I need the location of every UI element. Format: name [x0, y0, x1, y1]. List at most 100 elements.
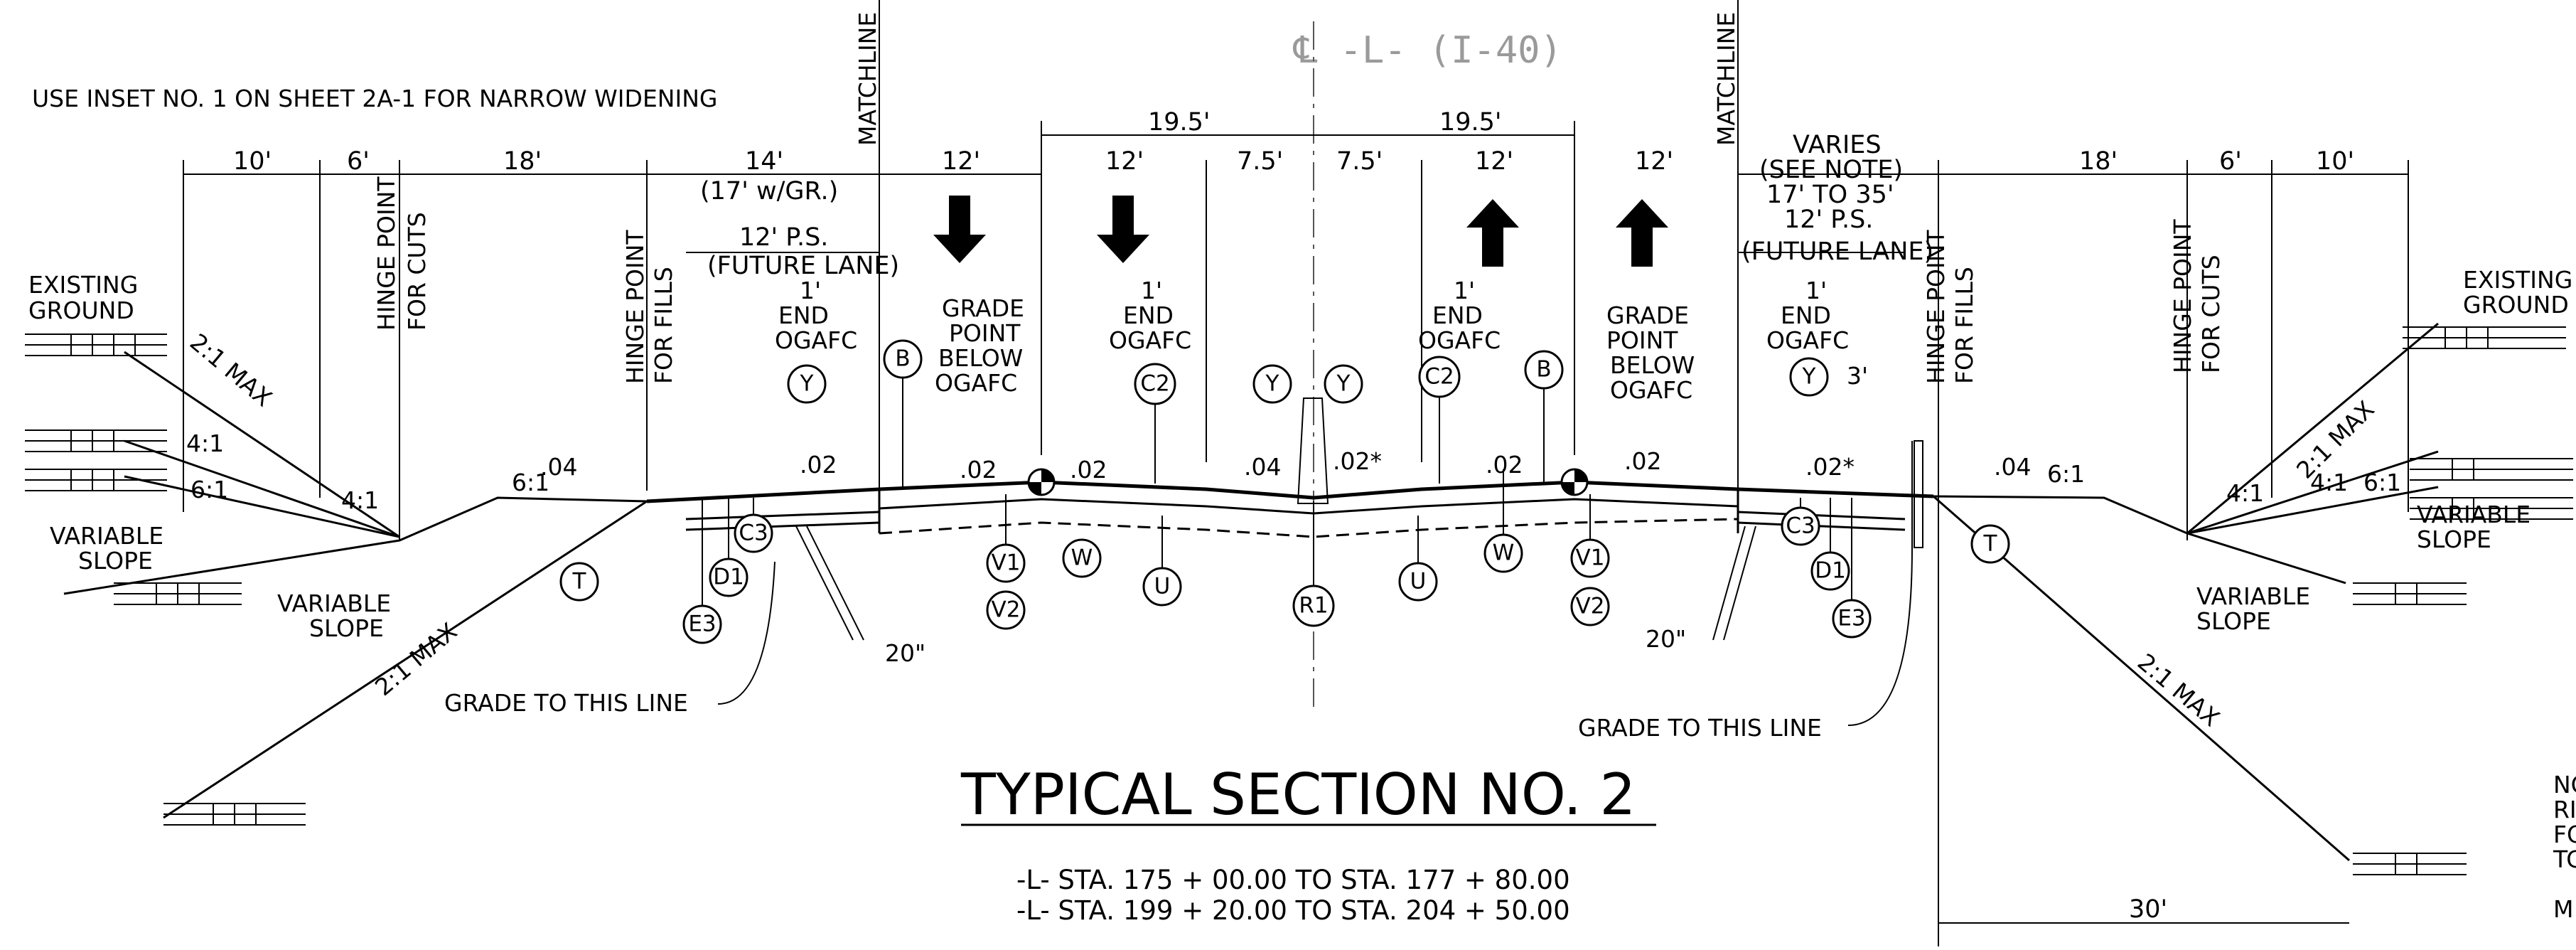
svg-text:12' P.S.: 12' P.S. [1784, 206, 1873, 234]
svg-text:FOR CUTS: FOR CUTS [403, 212, 431, 331]
svg-text:C2: C2 [1424, 364, 1454, 390]
svg-text:.02: .02 [1486, 451, 1523, 479]
svg-text:GROUND: GROUND [28, 297, 134, 324]
dimension-labels: 10' 6' 18' 14' (17' w/GR.) 12' P.S. (FUT… [233, 108, 2354, 924]
callout-C2: C2 [1134, 363, 1176, 405]
svg-text:FOR FILLS: FOR FILLS [1950, 267, 1978, 384]
svg-text:C3: C3 [1786, 513, 1815, 539]
callout-T: T [559, 562, 599, 602]
svg-text:HINGE POINT: HINGE POINT [1922, 230, 1950, 384]
station-line-2: -L- STA. 199 + 20.00 TO STA. 204 + 50.00 [1016, 895, 1570, 926]
existing-ground-hatching [25, 326, 2573, 875]
svg-text:.04: .04 [540, 453, 577, 481]
right-side-slopes [1933, 322, 2439, 862]
callout-C3: C3 [734, 513, 773, 553]
callout-V1: V1 [1570, 538, 1610, 578]
right-note-fragments: NC RI FO TC M [2553, 771, 2576, 923]
svg-text:D1: D1 [713, 565, 744, 590]
svg-text:V1: V1 [992, 550, 1021, 576]
svg-text:SLOPE: SLOPE [2417, 525, 2491, 553]
svg-text:Y: Y [1802, 364, 1816, 390]
svg-text:7.5': 7.5' [1237, 147, 1283, 176]
svg-text:END: END [778, 301, 829, 329]
svg-text:12' P.S.: 12' P.S. [739, 223, 828, 252]
svg-text:2:1 MAX: 2:1 MAX [185, 328, 277, 412]
matchline-right-label: MATCHLINE [1712, 12, 1740, 146]
svg-text:V1: V1 [1576, 545, 1605, 571]
grade-point-symbols [1027, 468, 1589, 496]
svg-text:GRADE: GRADE [942, 294, 1024, 322]
svg-text:VARIABLE: VARIABLE [2196, 582, 2310, 610]
dimension-lines [183, 134, 2408, 924]
svg-text:.02*: .02* [1333, 447, 1382, 475]
hinge-point-cuts-left: HINGE POINT FOR CUTS [372, 176, 431, 331]
svg-text:VARIABLE: VARIABLE [50, 522, 163, 550]
general-note: USE INSET NO. 1 ON SHEET 2A-1 FOR NARROW… [32, 85, 717, 112]
svg-text:17' TO 35': 17' TO 35' [1766, 181, 1894, 209]
svg-text:RI: RI [2553, 796, 2576, 823]
svg-text:6': 6' [347, 147, 370, 176]
matchline-left-label: MATCHLINE [854, 12, 881, 146]
svg-text:U: U [1410, 569, 1427, 594]
svg-text:T: T [572, 569, 587, 594]
svg-text:1': 1' [1141, 277, 1162, 304]
callout-E3: E3 [1832, 599, 1872, 639]
svg-text:6:1: 6:1 [190, 476, 228, 503]
svg-text:1': 1' [1805, 277, 1827, 304]
svg-text:W: W [1493, 540, 1515, 566]
hinge-point-fills-left: HINGE POINT FOR FILLS [621, 230, 677, 384]
svg-text:18': 18' [2079, 147, 2118, 176]
callout-W: W [1062, 538, 1102, 578]
callout-leaders [702, 378, 1852, 641]
svg-text:OGAFC: OGAFC [1109, 326, 1191, 354]
svg-text:FO: FO [2553, 821, 2576, 848]
svg-text:W: W [1071, 545, 1093, 571]
svg-text:OGAFC: OGAFC [1418, 326, 1501, 354]
svg-text:R1: R1 [1299, 593, 1328, 619]
callout-C2: C2 [1418, 356, 1461, 398]
svg-text:HINGE POINT: HINGE POINT [372, 176, 400, 331]
svg-text:B: B [895, 346, 910, 372]
svg-text:.04: .04 [1994, 453, 2031, 481]
svg-text:6:1: 6:1 [2047, 460, 2085, 488]
pavement-profile [646, 397, 1934, 548]
svg-text:HINGE POINT: HINGE POINT [621, 230, 649, 384]
hinge-point-fills-right: HINGE POINT FOR FILLS [1922, 230, 1978, 384]
svg-text:B: B [1536, 357, 1551, 383]
svg-text:Y: Y [1265, 371, 1279, 397]
svg-text:SLOPE: SLOPE [309, 614, 384, 642]
svg-text:30': 30' [2129, 895, 2167, 924]
callout-B: B [883, 339, 923, 379]
svg-text:END: END [1123, 301, 1174, 329]
svg-text:1': 1' [800, 277, 821, 304]
svg-text:FOR FILLS: FOR FILLS [650, 267, 677, 384]
svg-text:U: U [1154, 574, 1171, 599]
dimension-extension-lines [183, 121, 2409, 946]
svg-text:T: T [1983, 531, 1998, 557]
traffic-direction-arrows [933, 196, 1668, 267]
svg-text:6:1: 6:1 [2363, 469, 2401, 496]
svg-text:2:1 MAX: 2:1 MAX [2132, 648, 2225, 732]
callout-D1: D1 [709, 557, 748, 597]
svg-text:E3: E3 [1837, 606, 1865, 631]
svg-text:POINT: POINT [1606, 326, 1678, 354]
svg-text:OGAFC: OGAFC [775, 326, 857, 354]
svg-text:12': 12' [1635, 147, 1673, 176]
svg-text:GROUND: GROUND [2463, 291, 2569, 319]
svg-text:VARIES: VARIES [1793, 131, 1882, 159]
callout-W: W [1483, 533, 1523, 573]
svg-text:EXISTING: EXISTING [2463, 266, 2572, 294]
station-line-1: -L- STA. 175 + 00.00 TO STA. 177 + 80.00 [1016, 865, 1570, 895]
callout-R1: R1 [1292, 585, 1335, 627]
callout-D1: D1 [1810, 551, 1850, 591]
svg-text:OGAFC: OGAFC [1610, 376, 1692, 404]
callout-Y: Y [787, 364, 827, 404]
svg-text:EXISTING: EXISTING [28, 271, 138, 299]
callout-V2: V2 [986, 590, 1026, 630]
svg-text:GRADE TO THIS LINE: GRADE TO THIS LINE [444, 689, 688, 717]
svg-text:4:1: 4:1 [2226, 479, 2264, 507]
